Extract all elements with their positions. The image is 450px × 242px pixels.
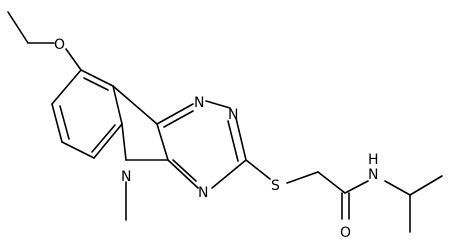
- atom-nitrogen-4: N: [198, 185, 208, 201]
- bond-b6-b1: [51, 69, 82, 105]
- atom-nitrogen-2: N: [228, 107, 238, 123]
- bond-n2-c3: [235, 117, 247, 161]
- bond-n1-n2: [205, 100, 231, 109]
- bond-o-ring: [65, 48, 82, 71]
- atom-nitrogen-1: N: [194, 95, 204, 111]
- bond-c9b-n1: [156, 103, 194, 125]
- bond-b1-b2: [80, 69, 114, 87]
- bond-b3-n5: [121, 123, 127, 161]
- bond-b2-c9b: [112, 85, 158, 125]
- bond-n2-c3-inner: [227, 120, 239, 162]
- bond-b4-b5: [61, 141, 95, 159]
- bond-c3-s: [245, 159, 271, 180]
- bond-b1-b2-inner: [83, 77, 109, 91]
- atom-oxygen-ether: O: [54, 37, 65, 53]
- atom-sulfur: S: [271, 178, 280, 194]
- bond-co-nh: [344, 180, 369, 194]
- atom-nitrogen-pyrrole: N: [121, 169, 131, 185]
- bond-ch3-ch2: [7, 11, 29, 44]
- atom-oxygen-carbonyl: O: [340, 225, 351, 241]
- bond-c4a-c9b: [156, 123, 169, 161]
- atom-nitrogen-amide: N: [368, 167, 378, 183]
- bond-b5-b6-inner: [59, 105, 70, 140]
- bond-ch2-co: [317, 171, 346, 194]
- bond-ch-me1: [409, 175, 443, 196]
- bond-c3-n4: [211, 159, 247, 189]
- atom-hydrogen-amide: H: [368, 152, 379, 168]
- bond-s-ch2: [286, 171, 319, 184]
- bond-n4-c4a-inner: [172, 159, 197, 182]
- bond-b5-b6: [51, 103, 63, 143]
- bond-c9b-n1-inner: [163, 110, 194, 128]
- bond-n4-c4a: [167, 159, 199, 189]
- bond-b3-b4-inner: [91, 124, 116, 153]
- bond-b2-b3: [112, 85, 123, 125]
- bond-b3-b4: [93, 123, 123, 159]
- bond-nh-ch: [384, 180, 411, 196]
